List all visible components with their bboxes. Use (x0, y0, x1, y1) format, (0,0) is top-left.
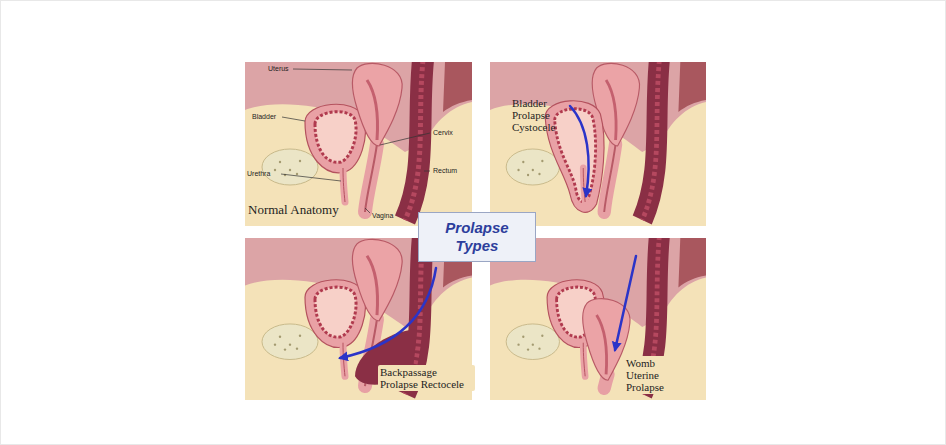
rectum (642, 60, 659, 220)
part-label: Bladder (252, 113, 276, 121)
box-text: Prolapse Types (434, 219, 520, 255)
vagina (604, 144, 615, 212)
panel-title: Bladder Prolapse Cystocele (512, 97, 568, 133)
urethra (343, 168, 345, 202)
urethra (343, 343, 345, 377)
panel-title: Normal Anatomy (248, 203, 339, 217)
pelvis (490, 238, 706, 400)
title-box: Prolapse Types (418, 212, 536, 262)
urethra (583, 168, 585, 202)
panel-title: Backpassage Prolapse Rectocele (378, 365, 475, 391)
leader-lines (281, 69, 430, 213)
bladder (305, 104, 365, 172)
bladder (305, 280, 365, 348)
cystocele-panel (490, 60, 706, 226)
normal-panel (245, 60, 472, 226)
bladder (545, 101, 604, 213)
part-label: Rectum (433, 167, 457, 175)
uterus (352, 63, 402, 146)
part-label: Cervix (433, 129, 453, 137)
part-label: Urethra (247, 170, 270, 178)
uterus (352, 239, 402, 321)
pelvis (245, 62, 472, 226)
pelvis (490, 62, 706, 226)
part-label: Vagina (372, 212, 393, 220)
prolapse-arrows (340, 106, 636, 358)
part-label: Uterus (268, 65, 289, 73)
panel-title: Womb Uterine Prolapse (624, 356, 682, 394)
urethra (583, 343, 585, 377)
rectum (405, 60, 423, 220)
vagina (365, 144, 377, 212)
